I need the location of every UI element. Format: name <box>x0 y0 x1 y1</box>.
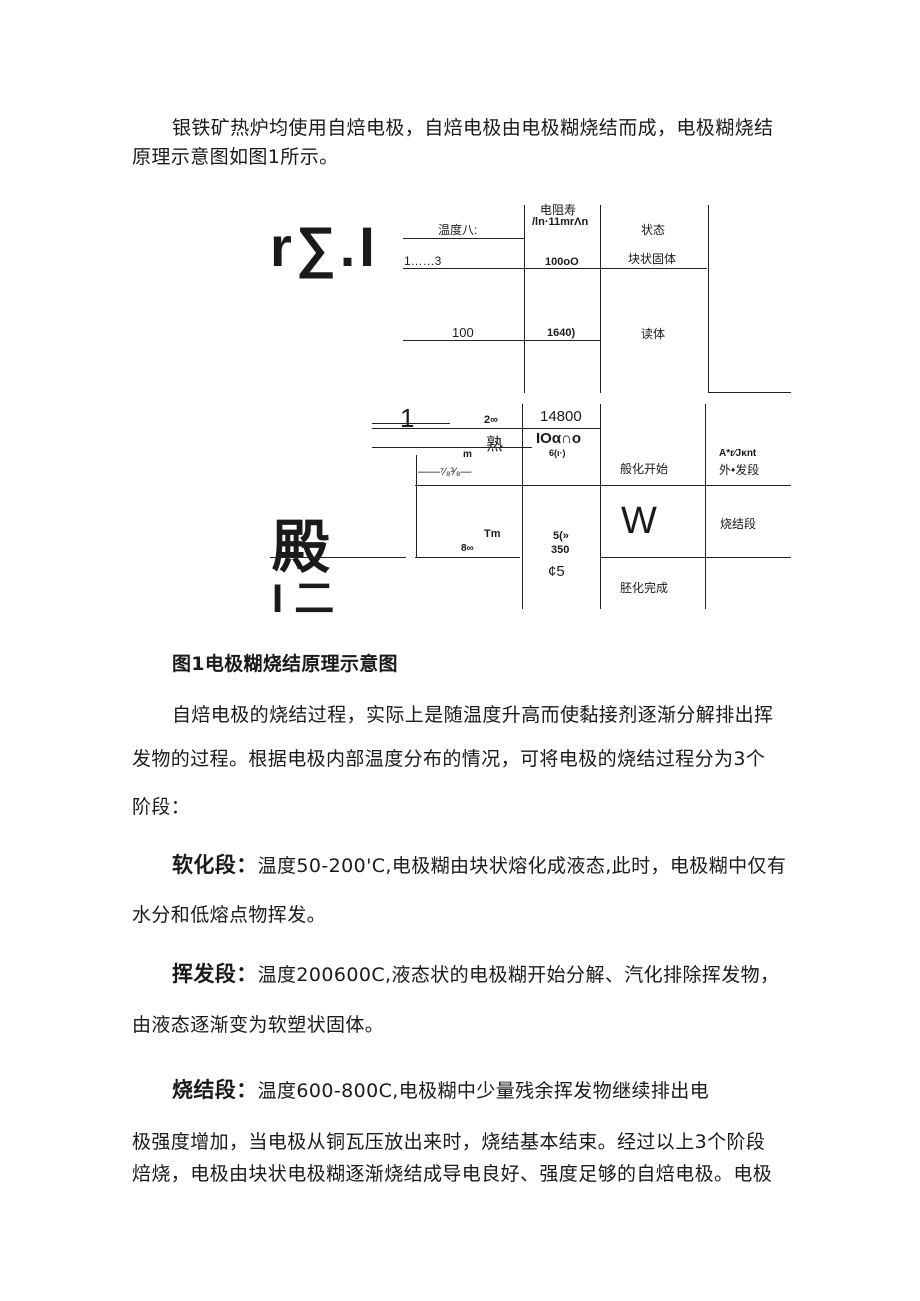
soften-label: 软化段： <box>172 853 258 877</box>
r2-resist: 1640) <box>547 327 576 339</box>
vline <box>705 404 706 609</box>
intro-line-2: 原理示意图如图1所示。 <box>132 146 339 168</box>
hline <box>372 423 450 424</box>
r3-resist-3: 6(ι·) <box>549 448 566 458</box>
vline <box>708 205 709 393</box>
para1-line-1: 自焙电极的烧结过程，实际上是随温度升高而使黏接剂逐渐分解排出挥 <box>172 704 774 726</box>
volatile-line-1: 挥发段：温度200600C,液态状的电极糊开始分解、汽化排除挥发物， <box>172 962 780 986</box>
r3-state: 般化开始 <box>620 462 669 476</box>
hline <box>372 428 600 429</box>
figure-caption: 图1电极糊烧结原理示意图 <box>172 653 398 675</box>
vline <box>524 205 525 393</box>
vline <box>600 205 601 393</box>
r4-w: W <box>621 500 657 542</box>
r3-resist-1: 14800 <box>540 408 582 425</box>
hline <box>415 485 791 486</box>
r4-tm: Tm <box>484 528 501 540</box>
final-line-1: 极强度增加，当电极从铜瓦压放出来时，烧结基本结束。经过以上3个阶段 <box>132 1131 766 1153</box>
diagram-glyph-bottom: I 二 <box>272 577 335 621</box>
header-resist-1: 电阻寿 <box>540 203 577 217</box>
hline <box>600 557 791 558</box>
r5-state: 胚化完成 <box>620 581 669 595</box>
diagram-glyph-num: 1 <box>400 403 415 433</box>
hline <box>709 392 791 393</box>
hline <box>415 557 520 558</box>
header-state: 状态 <box>641 223 666 237</box>
hline <box>270 557 406 558</box>
vline <box>522 404 523 609</box>
hline <box>403 340 601 341</box>
r5-resist: ¢5 <box>548 563 565 580</box>
r3-resist-2: IOα∩o <box>536 430 582 447</box>
para1-line-2: 发物的过程。根据电极内部温度分布的情况，可将电极的烧结过程分为3个 <box>132 748 766 770</box>
r1-resist: 100oO <box>545 256 579 268</box>
r4-8: 8∞ <box>461 543 474 554</box>
r4-stage: 烧结段 <box>720 517 757 531</box>
soften-line-1: 软化段：温度50-200'C,电极糊由块状熔化成液态,此时，电极糊中仅有 <box>172 853 787 877</box>
header-temp: 温度八: <box>438 223 478 237</box>
r1-temp: 1……3 <box>404 254 442 268</box>
r3-stage-1: A*r⁄Jκnt <box>719 448 757 459</box>
diagram-glyph-big: 殿 <box>272 513 331 581</box>
vline <box>600 404 601 609</box>
r3-stage-2: 外•发段 <box>719 463 760 477</box>
hline <box>403 238 525 239</box>
vline <box>416 455 417 558</box>
final-line-2: 焙烧，电极由块状电极糊逐渐烧结成导电良好、强度足够的自焙电极。电极 <box>132 1163 773 1185</box>
sinter-line-1: 烧结段：温度600-800C,电极糊中少量残余挥发物继续排出电 <box>172 1078 710 1102</box>
volatile-label: 挥发段： <box>172 962 258 986</box>
sinter-label: 烧结段： <box>172 1078 258 1102</box>
volatile-line-2: 由液态逐渐变为软塑状固体。 <box>132 1014 385 1036</box>
r2-state: 读体 <box>641 327 666 341</box>
intro-line-1: 银铁矿热炉均使用自焙电极，自焙电极由电极糊烧结而成，电极糊烧结 <box>172 117 774 139</box>
para1-line-3: 阶段： <box>132 796 191 818</box>
soften-line-2: 水分和低熔点物挥发。 <box>132 904 327 926</box>
r4-resist-2: 350 <box>551 544 570 556</box>
r2-temp: 100 <box>452 325 474 340</box>
hline <box>403 268 707 269</box>
hline <box>372 447 532 448</box>
r4-resist-1: 5(» <box>553 530 569 542</box>
r3-dash: ——⁷⁄₈³⁄₈— <box>418 466 472 478</box>
r3-temp-1: 2∞ <box>484 414 498 426</box>
r3-temp-2: 熟 <box>486 435 503 454</box>
header-resist-2: /ln·11mrΛn <box>532 216 589 228</box>
diagram-glyph-top: r∑.I <box>270 215 379 278</box>
r3-m: m <box>463 449 472 460</box>
r1-state: 块状固体 <box>628 252 677 266</box>
